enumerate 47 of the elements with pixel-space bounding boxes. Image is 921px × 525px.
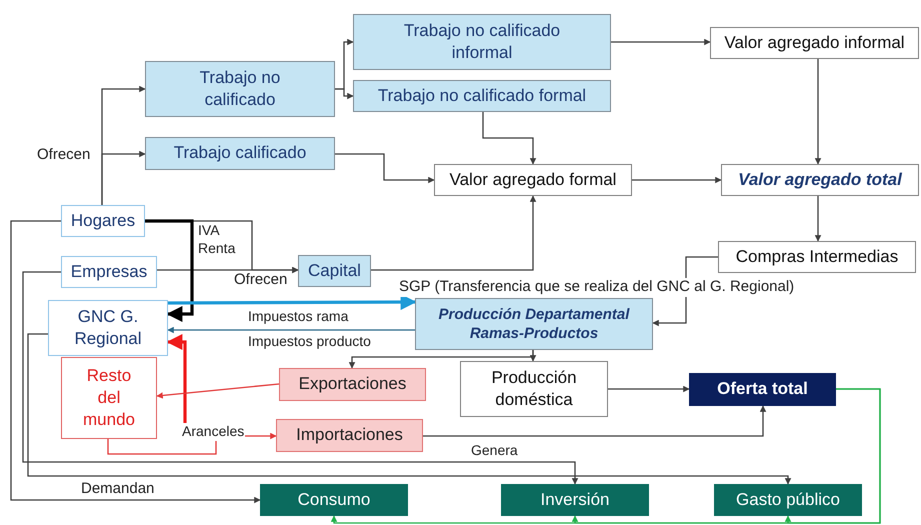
arrow <box>10 220 261 504</box>
arrow <box>335 88 354 100</box>
edge-label: Impuestos rama <box>247 308 350 326</box>
process-box: Producción doméstica <box>460 361 608 417</box>
total-box: Oferta total <box>689 373 836 406</box>
annotation-text: Impuestos producto <box>247 333 372 350</box>
arrow <box>632 176 722 184</box>
process-box: Trabajo no calificado formal <box>353 80 611 112</box>
process-box: Trabajo calificado <box>145 137 335 170</box>
demand-box: Gasto público <box>714 484 862 516</box>
arrow <box>167 326 415 334</box>
process-box: Compras Intermedias <box>718 241 916 273</box>
arrow <box>348 350 534 369</box>
arrow <box>101 150 146 205</box>
process-box: Trabajo no calificado informal <box>353 14 611 70</box>
process-box: Producción Departamental Ramas-Productos <box>415 298 653 350</box>
arrow <box>157 266 299 274</box>
process-box: Trabajo no calificado <box>145 61 335 117</box>
arrow <box>145 219 194 322</box>
arrow <box>168 294 417 310</box>
arrow <box>814 59 822 165</box>
arrow <box>608 386 690 392</box>
demand-box: Consumo <box>260 484 408 516</box>
arrow <box>784 388 881 524</box>
actor-box: GNC G. Regional <box>48 300 168 356</box>
actor-box: Hogares <box>61 205 145 237</box>
actor-box: Resto del mundo <box>61 357 157 439</box>
arrow <box>371 195 536 271</box>
edge-label: Aranceles <box>181 423 246 440</box>
arrow <box>166 334 187 423</box>
demand-box: Inversión <box>501 484 649 516</box>
edge-label: SGP (Transferencia que se realiza del GNC al G. Regional) <box>398 278 796 297</box>
arrow <box>27 333 792 485</box>
arrow <box>611 38 711 46</box>
arrow <box>814 196 822 242</box>
actor-box: Empresas <box>61 256 157 288</box>
trade-box: Importaciones <box>276 419 423 452</box>
process-box: Capital <box>298 255 371 287</box>
arrow <box>335 153 435 184</box>
arrow <box>423 405 766 437</box>
process-box: Valor agregado formal <box>434 164 632 196</box>
arrow <box>482 112 536 165</box>
arrow <box>156 383 280 399</box>
trade-box: Exportaciones <box>279 368 426 401</box>
process-box: Valor agregado total <box>721 164 919 196</box>
arrow <box>22 271 578 485</box>
process-box: Valor agregado informal <box>710 27 919 59</box>
